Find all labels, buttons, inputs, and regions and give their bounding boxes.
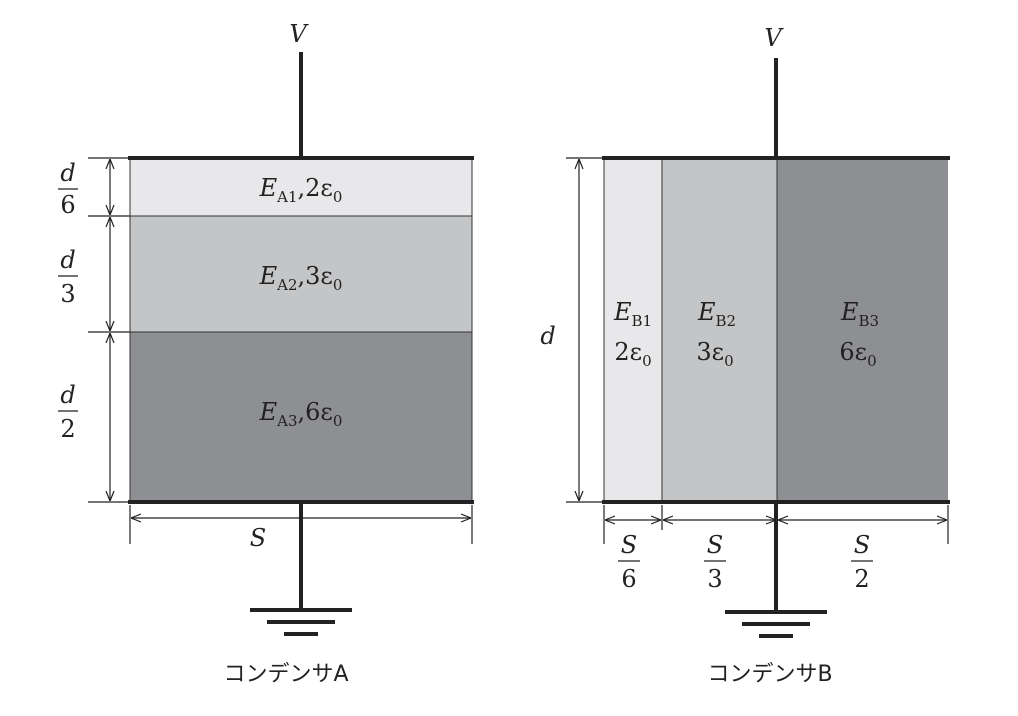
svg-text:6: 6 [60,191,75,219]
svg-text:S: S [707,531,723,559]
voltage-label-a: V [289,20,309,48]
layer-label-b3: EB3 6ε0 [839,298,879,370]
svg-text:2: 2 [60,415,75,443]
height-label-b: d [540,322,555,350]
voltage-label-b: V [764,24,784,52]
svg-text:2ε0: 2ε0 [614,338,651,370]
svg-text:3: 3 [60,280,75,308]
svg-text:EB1: EB1 [613,298,652,330]
width-fraction-b2: S 3 [704,531,726,593]
capacitor-a: V EA1,2ε0 EA2,3ε0 EA3,6ε0 d 6 d [58,20,474,687]
thickness-fraction-a2: d 3 [58,246,78,308]
dielectric-layer-a3 [130,332,472,502]
layer-label-b1: EB1 2ε0 [613,298,652,370]
svg-text:S: S [854,531,870,559]
dielectric-layer-b1 [604,158,662,502]
svg-text:d: d [60,381,75,409]
ground-icon [725,610,827,638]
layer-label-a3: EA3,6ε0 [259,398,343,430]
dielectric-layer-b3 [777,158,948,502]
thickness-fraction-a1: d 6 [58,159,78,219]
svg-text:3ε0: 3ε0 [696,338,733,370]
svg-text:2: 2 [854,565,869,593]
dielectric-layer-a2 [130,216,472,332]
width-label-a: S [250,524,266,552]
caption-a: コンデンサA [223,662,348,687]
svg-text:6: 6 [621,565,636,593]
thickness-fraction-a3: d 2 [58,381,78,443]
dielectric-layer-a1 [130,158,472,216]
svg-text:6ε0: 6ε0 [839,338,876,370]
width-fraction-b1: S 6 [618,531,640,593]
ground-icon [250,608,352,636]
svg-text:EB2: EB2 [697,298,736,330]
caption-b: コンデンサB [707,662,832,687]
layer-label-a1: EA1,2ε0 [259,174,343,206]
svg-text:S: S [621,531,637,559]
layer-label-b2: EB2 3ε0 [696,298,736,370]
dielectric-layer-b2 [662,158,777,502]
layer-label-a2: EA2,3ε0 [259,262,343,294]
capacitor-b: V EB1 2ε0 EB2 3ε0 EB3 6ε0 d [540,24,950,687]
svg-text:EB3: EB3 [840,298,879,330]
svg-text:d: d [60,159,75,187]
svg-text:3: 3 [707,565,722,593]
svg-text:d: d [60,246,75,274]
width-fraction-b3: S 2 [851,531,873,593]
